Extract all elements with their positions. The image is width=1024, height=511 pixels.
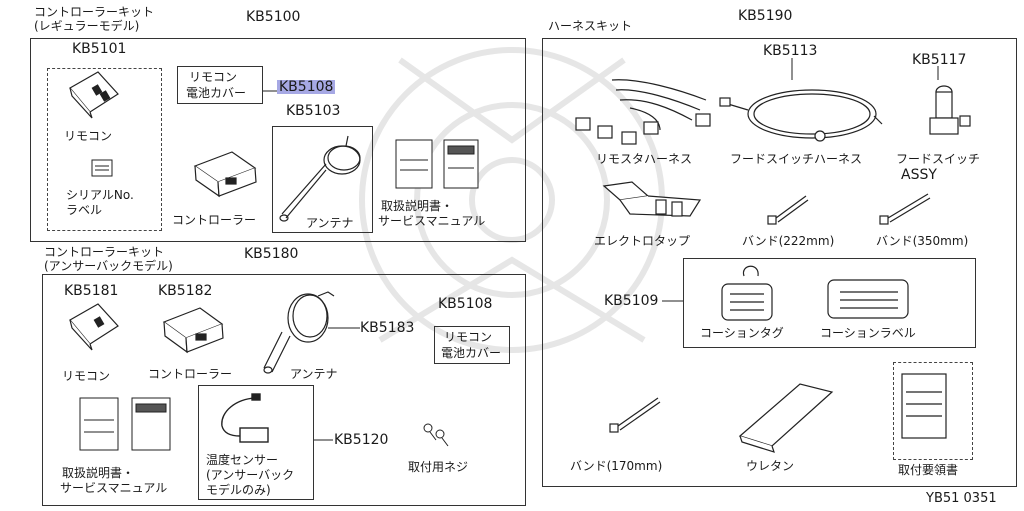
kb5120-line3: モデルのみ): [206, 483, 271, 497]
kb5183-code: KB5183: [360, 320, 415, 336]
kb5108-callout-line1: リモコン: [189, 70, 238, 84]
kb5103-code: KB5103: [286, 103, 341, 119]
regular-model-kit-box: [30, 38, 526, 242]
band-350-name: バンド(350mm): [876, 234, 969, 248]
caution-tag-name: コーションタグ: [700, 326, 784, 340]
kb5101-code: KB5101: [72, 41, 127, 57]
answerback-kit-code: KB5180: [244, 246, 299, 262]
temp-sensor-kb5120-art: [221, 393, 269, 443]
kb5117-code: KB5117: [912, 52, 967, 68]
remote-kb5181-art: [69, 303, 119, 351]
manuals-bottom-line2: サービスマニュアル: [60, 481, 168, 495]
remote-kb5101-art: [69, 71, 119, 119]
electro-tap-art: [602, 181, 702, 217]
answerback-kit-subtitle: (アンサーバックモデル): [44, 259, 173, 273]
screws-name: 取付用ネジ: [408, 460, 469, 474]
kb5120-line2: (アンサーバック: [206, 468, 295, 482]
controller-kb5100-art: [193, 151, 257, 198]
electro-tap-name: エレクトロタップ: [594, 234, 691, 248]
manuals-bottom-line1: 取扱説明書・: [62, 466, 135, 480]
caution-label-name: コーションラベル: [820, 326, 916, 340]
antenna-kb5183-art: [263, 291, 335, 374]
kb5183-name: アンテナ: [290, 367, 338, 381]
kb5108-callout-box: [177, 66, 263, 104]
kb5109-group-box: [683, 258, 976, 348]
regular-kit-code: KB5100: [246, 9, 301, 25]
kb5120-group-box: [198, 385, 314, 500]
answerback-model-kit-box: [42, 274, 526, 506]
kb5109-code: KB5109: [604, 293, 659, 309]
kb5120-line1: 温度センサー: [206, 453, 279, 467]
band-222-art: [767, 195, 809, 225]
kb5182-code: KB5182: [158, 283, 213, 299]
hood-switch-name-line1: フードスイッチ: [896, 152, 981, 166]
harness-kit-title: ハーネスキット: [548, 19, 633, 33]
controller-kb5182-art: [162, 307, 224, 354]
kb5182-name: コントローラー: [148, 367, 233, 381]
kb5108-answerback-code: KB5108: [438, 296, 493, 312]
serial-label-line2: ラベル: [66, 203, 103, 217]
harness-kit-box: [542, 38, 1017, 487]
mounting-screws-art: [423, 423, 449, 447]
serial-label-art: [91, 159, 113, 177]
hood-switch-harness-art: [719, 89, 883, 142]
kb5108-callout-line2: 電池カバー: [186, 86, 247, 100]
hood-switch-harness-name: フードスイッチハーネス: [730, 152, 863, 166]
remote-start-harness-art: [575, 79, 711, 145]
band-170-name: バンド(170mm): [570, 459, 663, 473]
answerback-kit-title: コントローラーキット: [44, 245, 165, 259]
antenna-kb5103-art: [279, 135, 361, 222]
hood-switch-art: [929, 85, 971, 135]
kb5103-name: アンテナ: [306, 216, 354, 230]
caution-tag-art: [721, 265, 773, 321]
kb5108-answerback-line2: 電池カバー: [441, 346, 502, 360]
figure-reference-code: YB51 0351: [926, 491, 997, 506]
installation-guide-art: [901, 373, 947, 439]
regular-kit-title: コントローラーキット: [34, 5, 155, 19]
manuals-top-art: [395, 139, 479, 189]
kb5101-group-box: [47, 68, 162, 231]
kb5120-code: KB5120: [334, 432, 389, 448]
hood-switch-name-line2: ASSY: [901, 167, 937, 183]
band-350-art: [879, 193, 931, 225]
kb5113-code: KB5113: [763, 43, 818, 59]
kb5108-code-highlighted[interactable]: KB5108: [277, 79, 336, 95]
installation-guide-name: 取付要領書: [898, 463, 959, 477]
remote-start-harness-name: リモスタハーネス: [596, 152, 693, 166]
harness-kit-code: KB5190: [738, 8, 793, 24]
manuals-bottom-art: [79, 397, 171, 451]
kb5101-name: リモコン: [64, 129, 113, 143]
urethane-name: ウレタン: [746, 459, 795, 473]
band-222-name: バンド(222mm): [742, 234, 835, 248]
regular-kit-subtitle: (レギュラーモデル): [34, 19, 140, 33]
controller-name-top: コントローラー: [172, 213, 257, 227]
caution-label-art: [827, 279, 909, 319]
kb5103-group-box: [272, 126, 373, 233]
kb5108-answerback-line1: リモコン: [444, 330, 493, 344]
serial-label-line1: シリアルNo.: [66, 188, 134, 202]
kb5108-answerback-box: [434, 326, 510, 364]
watermark-emblem: [359, 47, 665, 353]
installation-guide-box: [893, 362, 973, 460]
kb5181-name: リモコン: [62, 369, 111, 383]
manuals-top-line1: 取扱説明書・: [381, 199, 454, 213]
urethane-art: [738, 383, 834, 453]
manuals-top-line2: サービスマニュアル: [378, 214, 486, 228]
band-170-art: [609, 397, 661, 433]
kb5181-code: KB5181: [64, 283, 119, 299]
